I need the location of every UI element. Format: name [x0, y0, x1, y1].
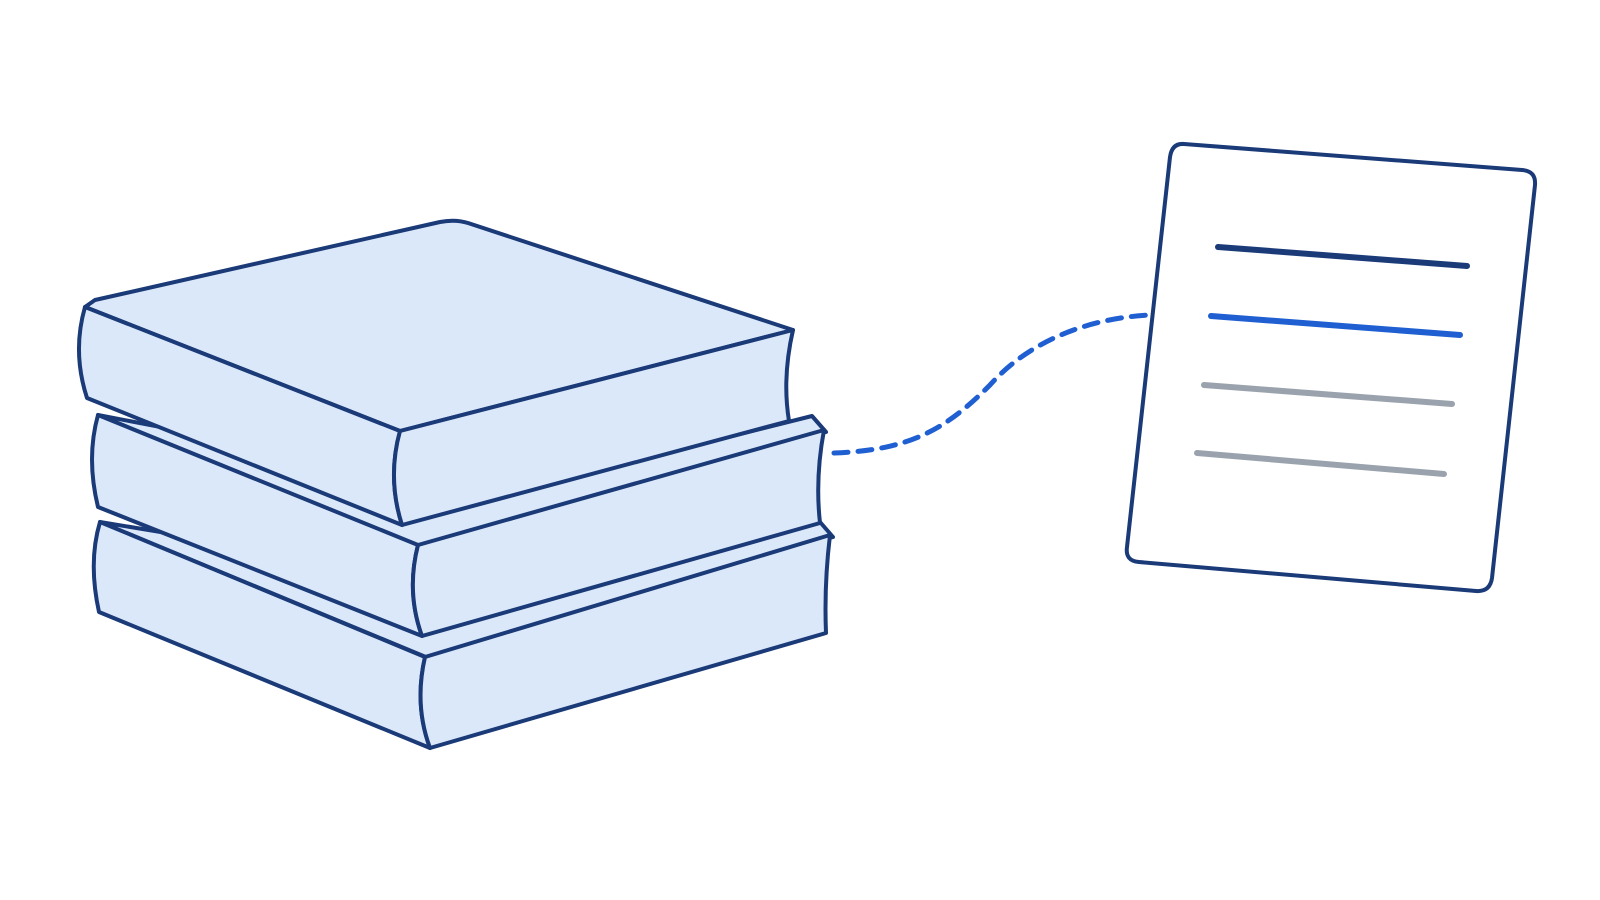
document-line-1 [1215, 244, 1470, 269]
stacked-books-icon [77, 218, 835, 750]
document-page-icon [1124, 141, 1538, 594]
document-line-3 [1201, 382, 1455, 407]
document-line-4 [1194, 450, 1447, 477]
dashed-connector-icon [831, 312, 1153, 456]
book-top [77, 218, 795, 527]
document-line-2 [1208, 313, 1463, 338]
book-middle [90, 413, 828, 638]
